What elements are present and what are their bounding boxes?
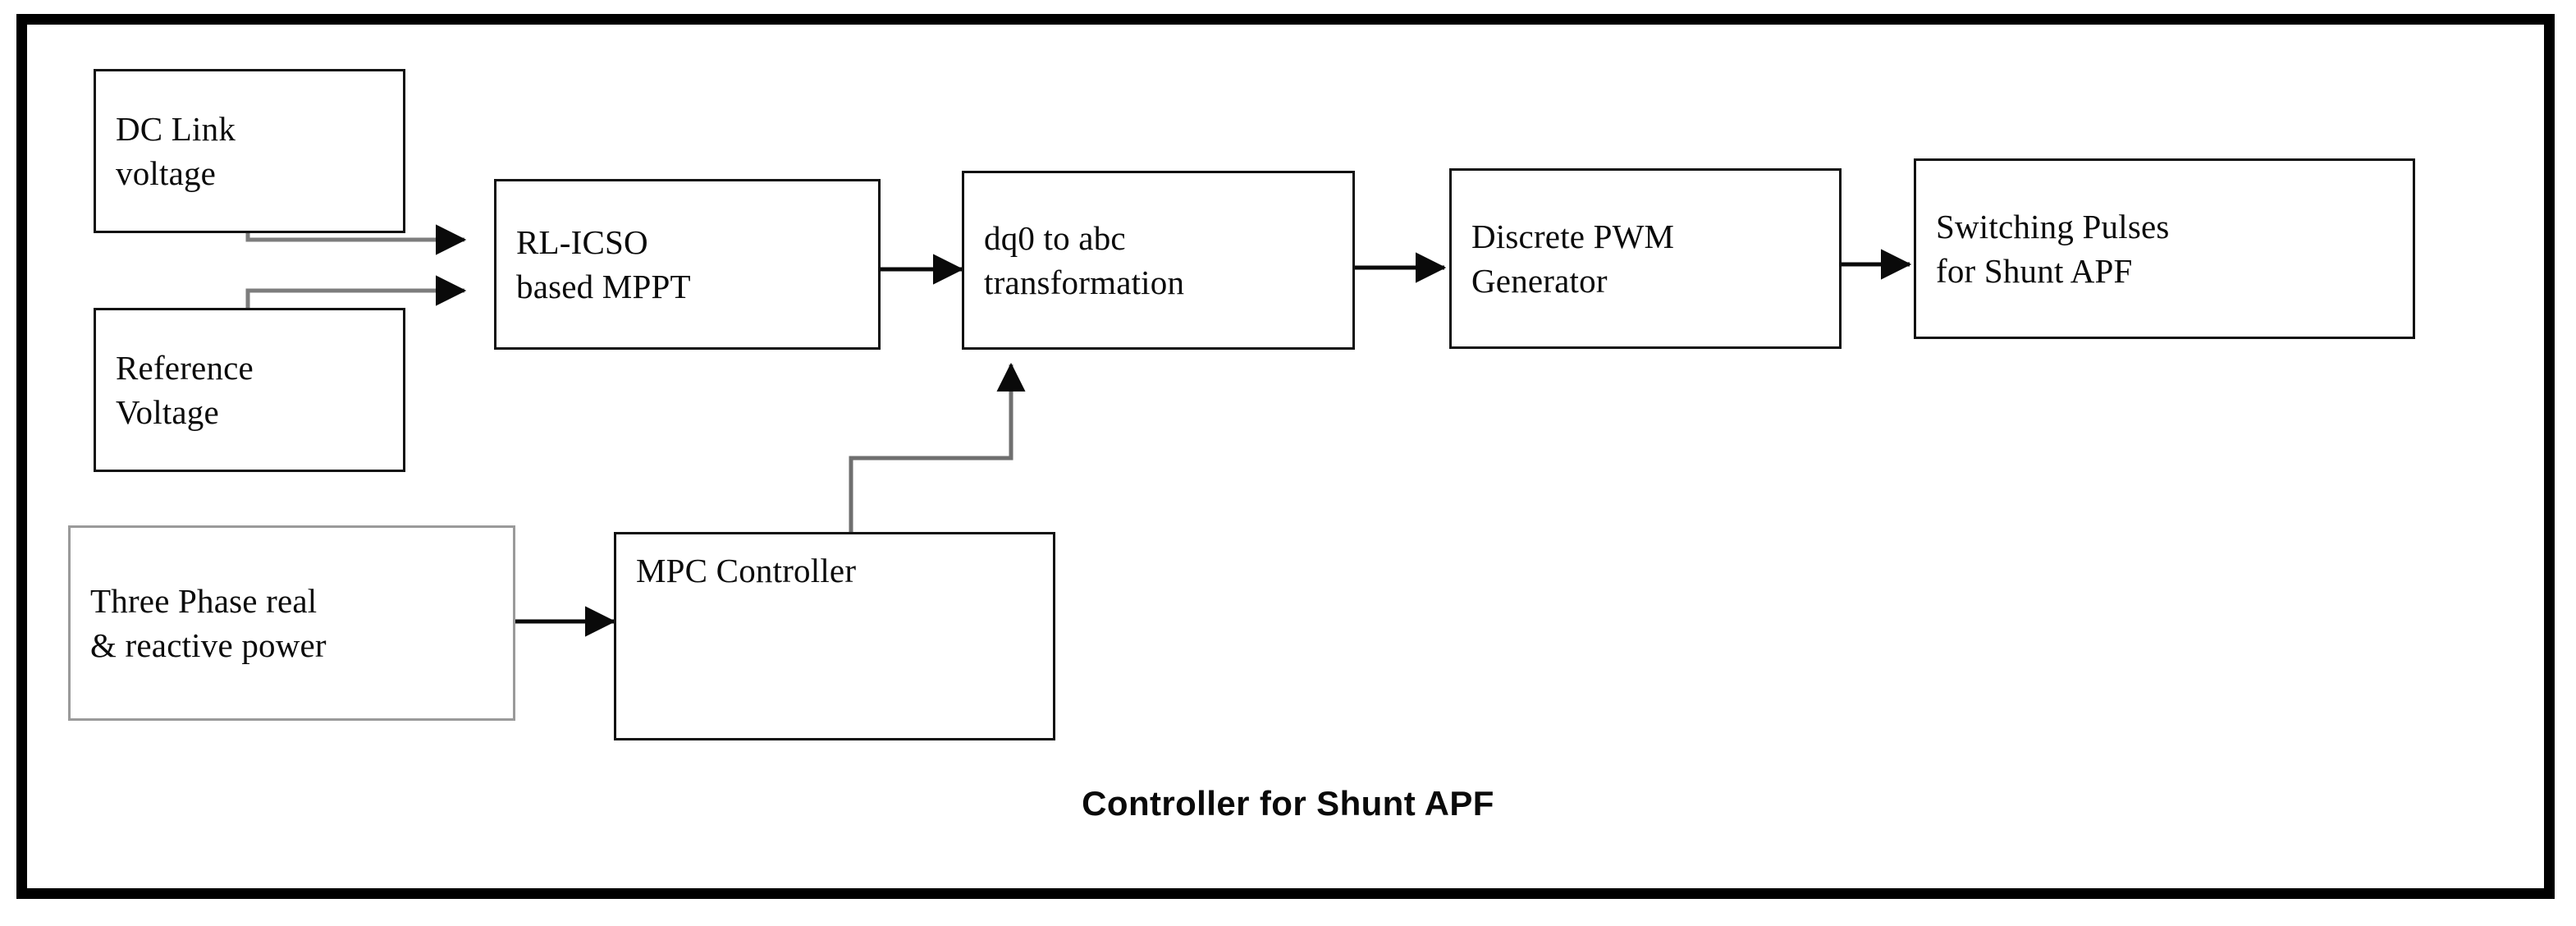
block-switching-pulses-line2: for Shunt APF [1936,252,2133,290]
block-switching-pulses-for-shunt-apf[interactable]: Switching Pulses for Shunt APF [1914,158,2415,339]
block-discrete-pwm-generator[interactable]: Discrete PWM Generator [1449,168,1842,349]
connector-mpc-to-dq0-feedback [849,362,1026,532]
block-dq0-to-abc-line2: transformation [984,264,1185,301]
block-mpc-controller[interactable]: MPC Controller [614,532,1055,740]
block-discrete-pwm-generator-line2: Generator [1471,262,1608,300]
block-dc-link-voltage[interactable]: DC Link voltage [94,69,405,233]
block-dq0-to-abc-transformation[interactable]: dq0 to abc transformation [962,171,1355,350]
block-reference-voltage-line2: Voltage [116,393,219,431]
block-reference-voltage[interactable]: Reference Voltage [94,308,405,472]
block-mpc-controller-line1: MPC Controller [636,552,857,589]
block-three-phase-power-line2: & reactive power [90,626,327,664]
block-switching-pulses-line1: Switching Pulses [1936,207,2170,245]
block-three-phase-power-line1: Three Phase real [90,581,318,620]
block-reference-voltage-line1: Reference [116,348,254,387]
block-dc-link-voltage-line1: DC Link [116,109,236,148]
block-dc-link-voltage-line2: voltage [116,154,217,192]
block-rl-icso-based-mppt[interactable]: RL-ICSO based MPPT [494,179,881,350]
block-discrete-pwm-generator-line1: Discrete PWM [1471,217,1675,255]
block-three-phase-real-and-reactive-power[interactable]: Three Phase real & reactive power [68,525,515,721]
block-rl-icso-based-mppt-line1: RL-ICSO [516,222,648,261]
block-dq0-to-abc-line1: dq0 to abc [984,218,1126,257]
figure-caption: Controller for Shunt APF [1082,784,1494,823]
block-rl-icso-based-mppt-line2: based MPPT [516,268,691,305]
